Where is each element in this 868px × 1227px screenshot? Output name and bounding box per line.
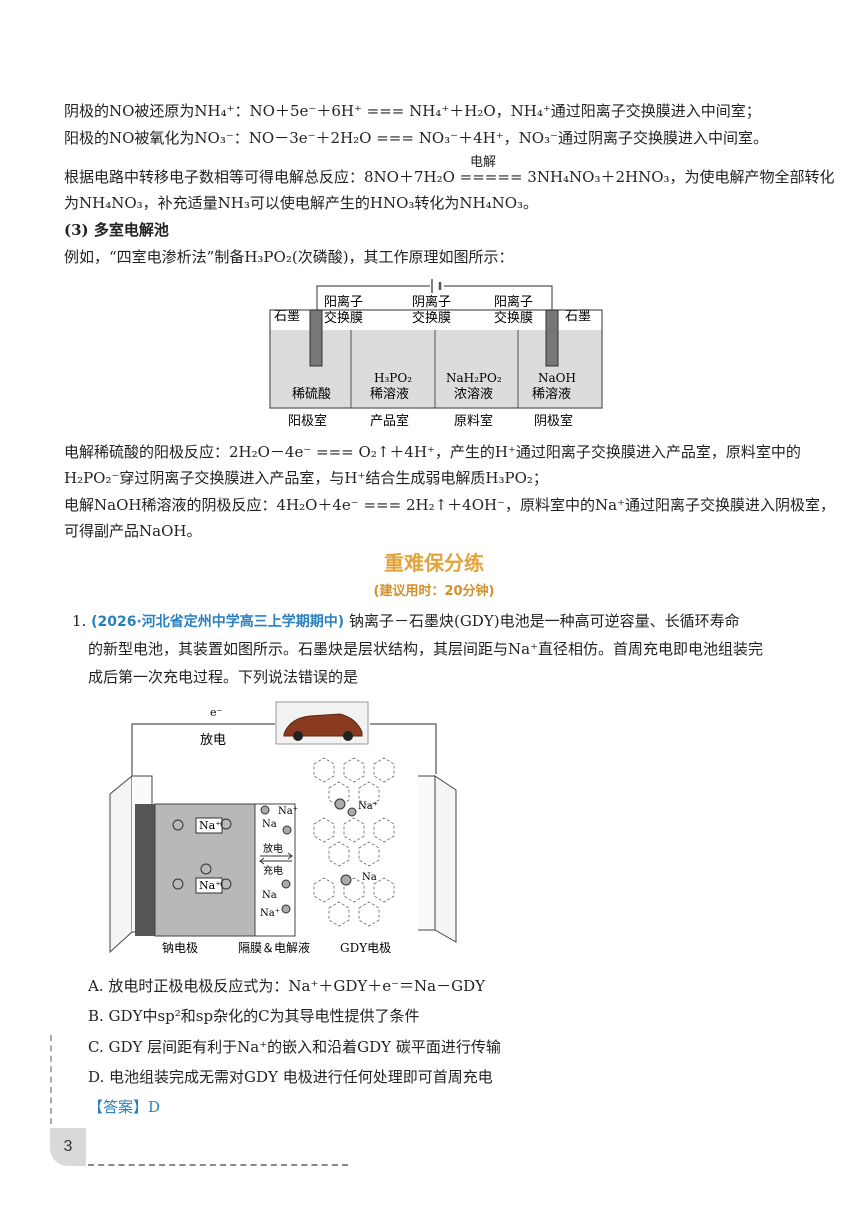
graphite-left-label: 石墨 — [274, 309, 300, 324]
na-ion-label-1: Na⁺ — [199, 819, 221, 832]
gdy-na: Na — [362, 872, 377, 883]
membrane1-label-top: 阳离子 — [324, 294, 363, 310]
gdy-na-ion: Na⁺ — [358, 801, 378, 812]
anode-electrode — [309, 309, 323, 367]
option-b: B. GDY中sp²和sp杂化的C为其导电性提供了条件 — [88, 1007, 420, 1025]
solution-1: 稀硫酸 — [292, 387, 331, 402]
text-line-3: 根据电路中转移电子数相等可得电解总反应：8NO＋7H₂O ===== 3NH₄N… — [64, 168, 835, 186]
graphite-right-label: 石墨 — [565, 309, 591, 324]
text-line-8: H₂PO₂⁻穿过阴离子交换膜进入产品室，与H⁺结合生成弱电解质H₃PO₂； — [64, 469, 548, 487]
section-title: 重难保分练 — [384, 551, 484, 575]
battery-diagram: e⁻ 放电 Na⁺ Na⁺ Na⁺ Na 放电 充电 Na — [109, 701, 457, 955]
subsection-heading: (3) 多室电解池 — [64, 221, 169, 239]
four-room-cell-diagram: 石墨 石墨 阳离子 交换膜 阴离子 交换膜 阳离子 交换膜 稀硫酸 H₃PO₂ … — [269, 279, 603, 429]
sep-na-ion-2: Na⁺ — [260, 908, 280, 919]
text-line-4: 为NH₄NO₃，补充适量NH₃可以使电解产生的HNO₃转化为NH₄NO₃。 — [64, 194, 539, 212]
room-label-1: 阳极室 — [288, 413, 327, 429]
cathode-electrode — [545, 309, 559, 367]
membrane1-label-bottom: 交换膜 — [324, 310, 363, 326]
solution-3-formula: NaH₂PO₂ — [446, 371, 502, 385]
solution-3-desc: 浓溶液 — [454, 387, 493, 402]
membrane2-label-bottom: 交换膜 — [412, 310, 451, 326]
question-number: 1. — [72, 612, 87, 630]
solution-4-desc: 稀溶液 — [532, 387, 571, 402]
membrane2-label-top: 阴离子 — [412, 294, 451, 310]
margin-dashed-line — [50, 1035, 52, 1145]
car-image — [275, 701, 369, 745]
discharge-label-top: 放电 — [200, 733, 226, 748]
text-line-7: 电解稀硫酸的阳极反应：2H₂O－4e⁻ === O₂↑＋4H⁺，产生的H⁺通过阳… — [64, 443, 801, 461]
electron-label: e⁻ — [210, 706, 223, 719]
na-ion-label-2: Na⁺ — [199, 879, 221, 892]
page-number: 3 — [50, 1128, 86, 1166]
solution-4-formula: NaOH — [538, 371, 576, 385]
solution-2-formula: H₃PO₂ — [374, 371, 412, 385]
text-line-10: 可得副产品NaOH。 — [64, 522, 202, 540]
sep-na-ion-1: Na⁺ — [278, 806, 298, 817]
solution-2-desc: 稀溶液 — [370, 387, 409, 402]
question-stem-1: 钠离子－石墨炔(GDY)电池是一种高可逆容量、长循环寿命 — [348, 612, 740, 630]
gdy-lattice — [313, 757, 395, 927]
answer-text: 【答案】D — [88, 1098, 161, 1116]
gdy-electrode-label: GDY电极 — [340, 941, 391, 955]
option-d: D. 电池组装完成无需对GDY 电极进行任何处理即可首周充电 — [88, 1068, 493, 1086]
text-line-9: 电解NaOH稀溶液的阴极反应：4H₂O＋4e⁻ === 2H₂↑＋4OH⁻，原料… — [64, 496, 835, 514]
question-line-3: 成后第一次充电过程。下列说法错误的是 — [88, 668, 359, 686]
arrow-label-top: 放电 — [263, 842, 283, 855]
sep-na-1: Na — [262, 819, 277, 830]
membrane3-label-bottom: 交换膜 — [494, 310, 533, 326]
room-label-4: 阴极室 — [534, 413, 573, 429]
question-line-1: 1. (2026·河北省定州中学高三上学期期中) 钠离子－石墨炔(GDY)电池是… — [72, 610, 740, 631]
footer-dashed-line — [88, 1164, 348, 1166]
question-line-2: 的新型电池，其装置如图所示。石墨炔是层状结构，其层间距与Na⁺直径相仿。首周充电… — [88, 640, 763, 658]
sep-na-2: Na — [262, 890, 277, 901]
sodium-electrode-label: 钠电极 — [162, 940, 198, 955]
room-label-2: 产品室 — [370, 413, 409, 429]
membrane3-label-top: 阳离子 — [494, 294, 533, 310]
section-subtitle: (建议用时：20分钟) — [373, 584, 495, 599]
option-a: A. 放电时正极电极反应式为：Na⁺＋GDY＋e⁻＝Na－GDY — [88, 977, 486, 995]
room-label-3: 原料室 — [454, 413, 493, 429]
electrolysis-label: 电解 — [470, 155, 497, 170]
separator-label: 隔膜＆电解液 — [238, 940, 310, 955]
option-c: C. GDY 层间距有利于Na⁺的嵌入和沿着GDY 碳平面进行传输 — [88, 1038, 501, 1056]
arrow-label-bottom: 充电 — [263, 864, 283, 877]
text-line-6: 例如，“四室电渗析法”制备H₃PO₂(次磷酸)，其工作原理如图所示： — [64, 248, 514, 266]
text-line-1: 阴极的NO被还原为NH₄⁺：NO＋5e⁻＋6H⁺ === NH₄⁺＋H₂O，NH… — [64, 102, 761, 120]
question-source: (2026·河北省定州中学高三上学期期中) — [91, 614, 345, 630]
text-line-2: 阳极的NO被氧化为NO₃⁻：NO－3e⁻＋2H₂O === NO₃⁻＋4H⁺，N… — [64, 129, 768, 147]
